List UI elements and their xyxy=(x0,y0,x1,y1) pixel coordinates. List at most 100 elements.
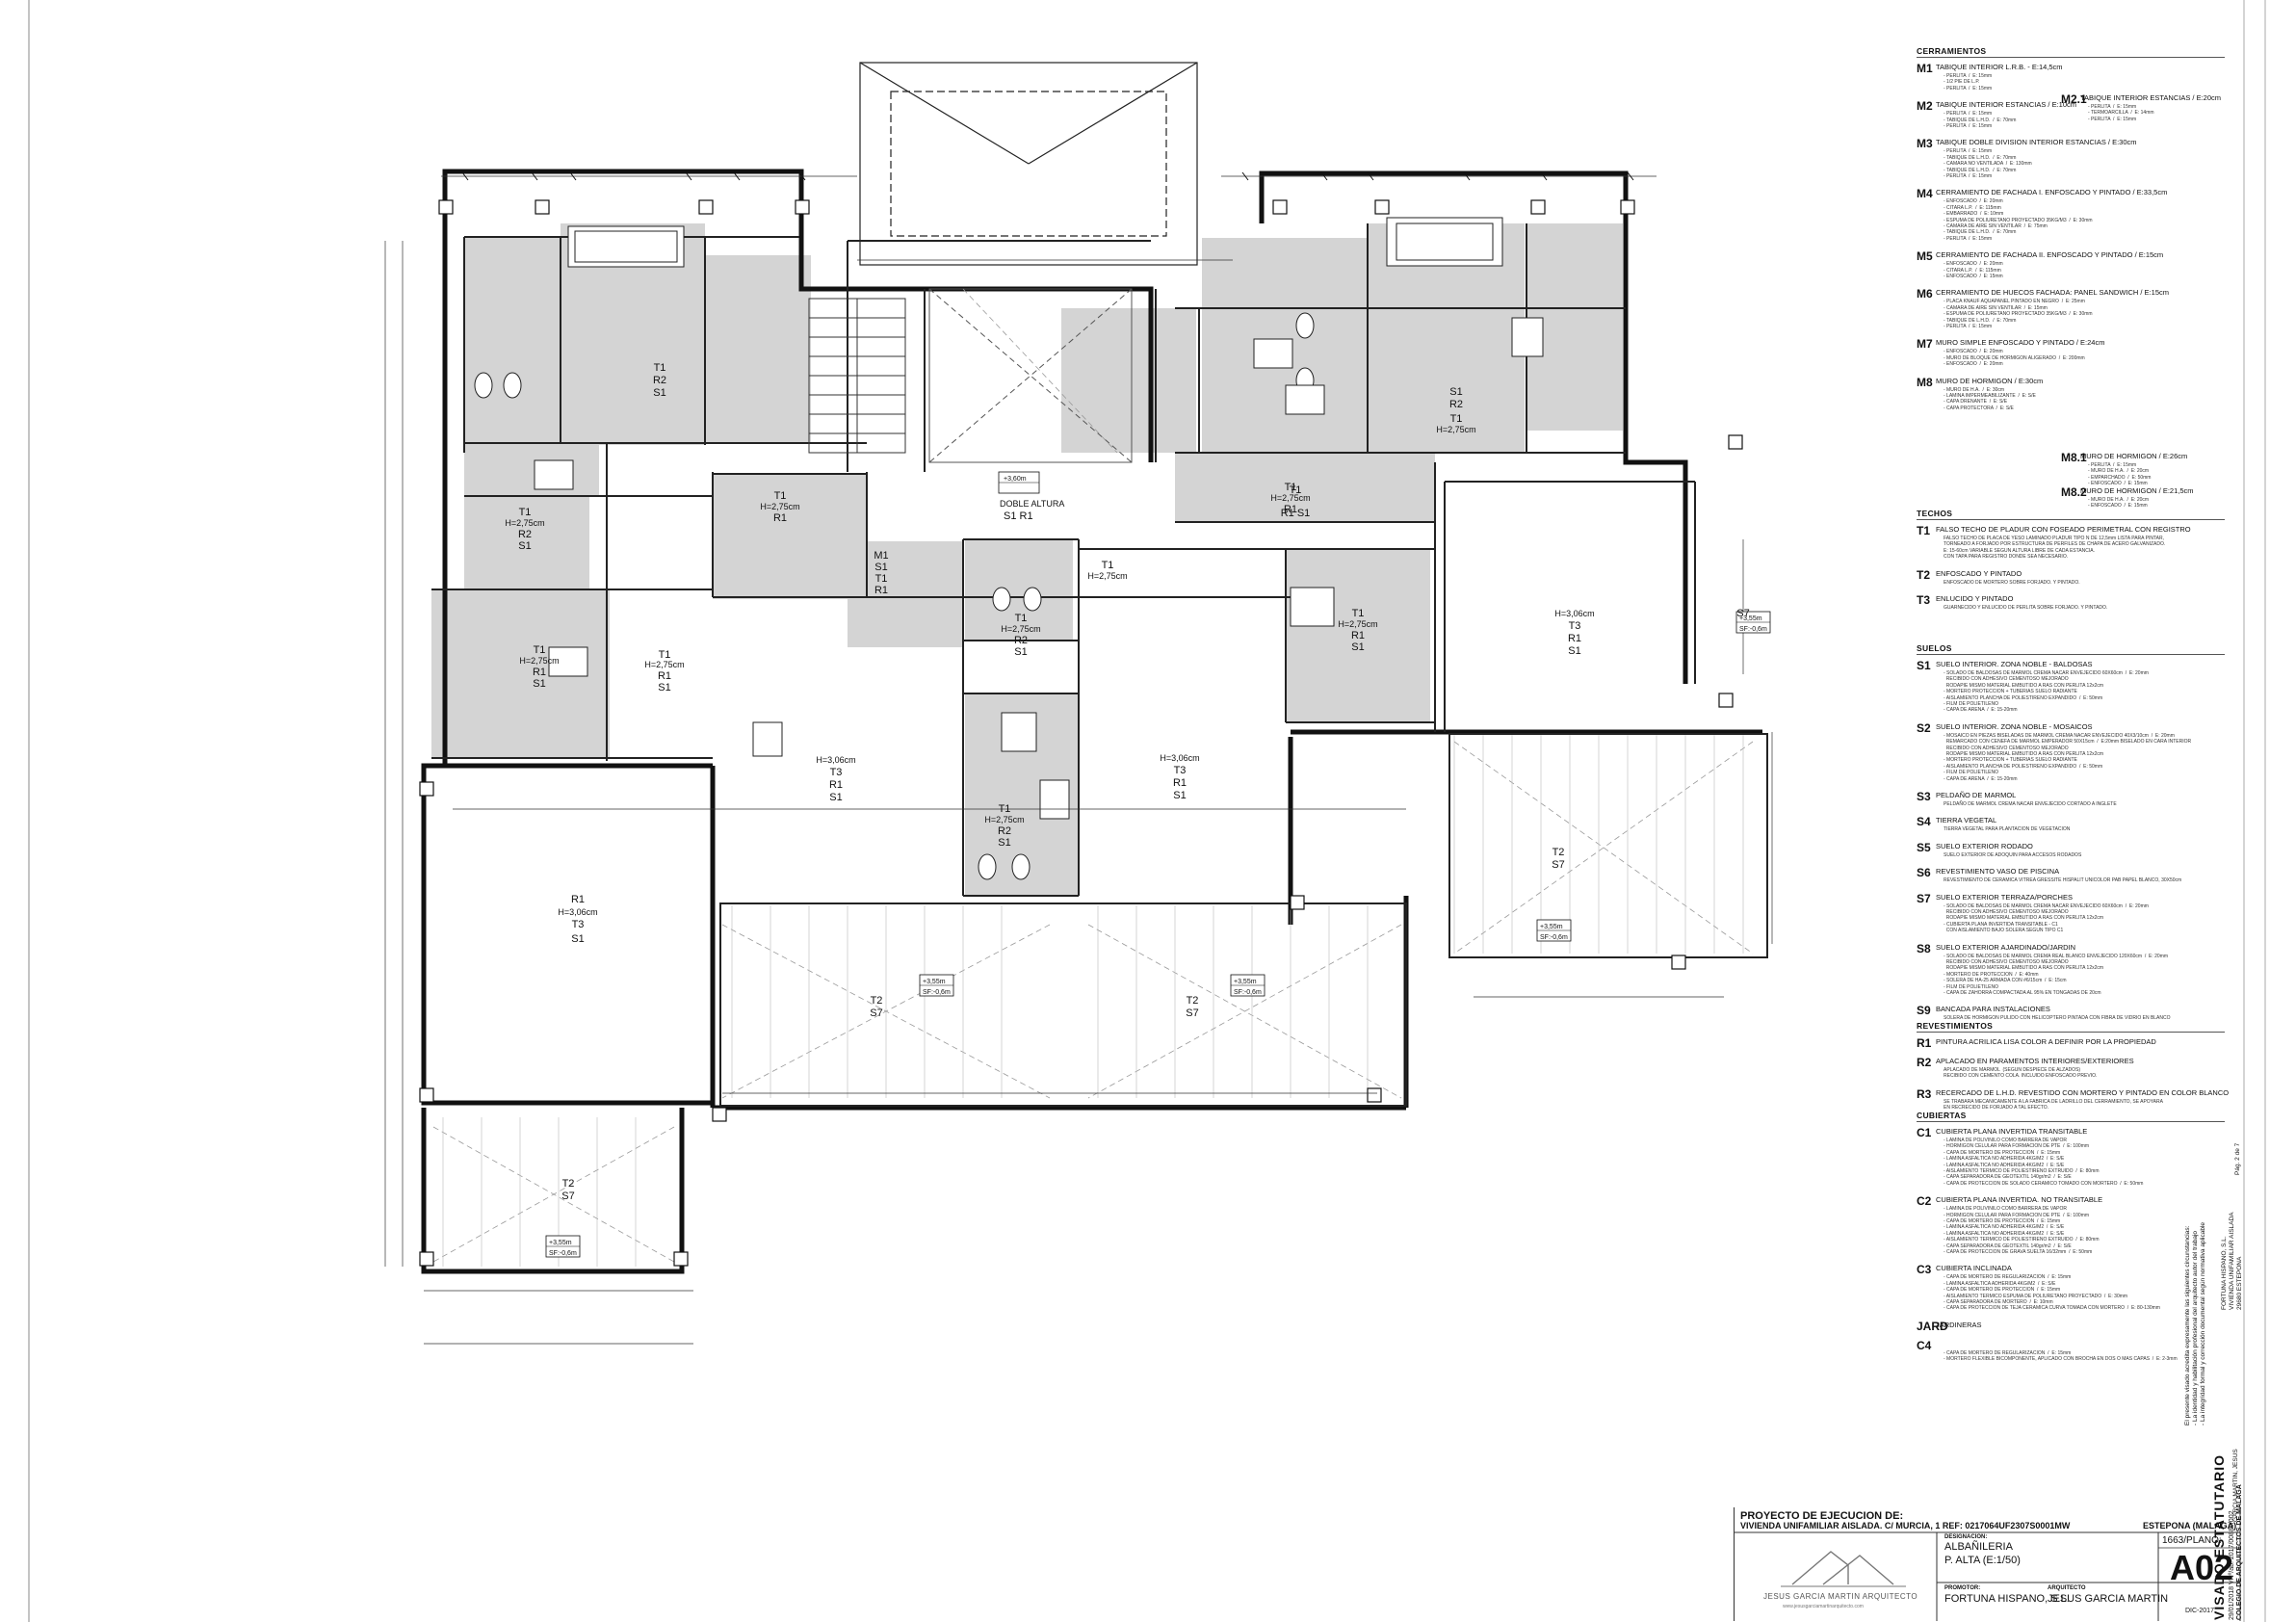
legend-code: T3 xyxy=(1917,593,1931,607)
legend-code: S7 xyxy=(1917,891,1931,905)
room-r22: T1 H=2,75cm xyxy=(1087,560,1127,581)
legend-detail: - ENFOSCADO / E: 20mm - CITARA L.P. / E:… xyxy=(1944,261,2003,279)
legend-detail: - ENFOSCADO / E: 20mm - MURO DE BLOQUE D… xyxy=(1944,349,2085,368)
room-r6: R1 H=3,06cm T3 S1 xyxy=(558,894,597,945)
legend-code: M7 xyxy=(1917,337,1933,352)
svg-text:T3: T3 xyxy=(830,767,843,778)
room-r16: T2 S7 xyxy=(870,995,882,1019)
legend-extra-lines: - PERLITA / E: 15mm - TERMOARCILLA / E: … xyxy=(2088,104,2154,122)
svg-text:T1: T1 xyxy=(659,649,671,661)
designation-line2: P. ALTA (E:1/50) xyxy=(1944,1555,2021,1566)
legend-detail: - ENFOSCADO / E: 20mm - CITARA L.P. / E:… xyxy=(1944,198,2093,242)
promoter-label: PROMOTOR: xyxy=(1944,1585,1981,1591)
legend-detail: - PERLITA / E: 15mm - 1/2 PIE DE L.P. - … xyxy=(1944,73,1993,92)
level-tag-4: +3,55m xyxy=(1234,979,1257,985)
svg-text:S7: S7 xyxy=(870,1007,882,1019)
promoter-name: FORTUNA HISPANO, S.L. xyxy=(1944,1593,2070,1605)
level-tag-2: +3,55m xyxy=(1540,924,1563,930)
owner-line3: 29680 ESTEPONA xyxy=(2236,1256,2243,1310)
legend-heading-revestimientos: REVESTIMIENTOS xyxy=(1917,1021,2225,1033)
level-tag-2-sf: SF:-0,6m xyxy=(1540,934,1568,941)
svg-text:T1: T1 xyxy=(875,573,888,585)
legend-detail: - LAMINA DE POLIVINILO COMO BARRERA DE V… xyxy=(1944,1206,2100,1256)
legend-code: C1 xyxy=(1917,1126,1932,1139)
room-r19: T2 S7 xyxy=(561,1178,574,1202)
svg-text:R1: R1 xyxy=(1284,504,1297,515)
legend-code: S3 xyxy=(1917,790,1931,803)
legend-extra-lines: - MURO DE H.A. / E: 20cm - ENFOSCADO / E… xyxy=(2088,497,2150,510)
svg-text:T1: T1 xyxy=(999,803,1011,815)
stamp-note2: - La identidad y habilitación profesiona… xyxy=(2192,1231,2199,1426)
level-tag-4-sf: SF:-0,6m xyxy=(1234,989,1262,996)
legend-code: R1 xyxy=(1917,1036,1932,1050)
legend-detail: - SOLADO DE BALDOSAS DE MARMOL CREMA REA… xyxy=(1944,953,2169,997)
project-location: ESTEPONA (MALAGA) xyxy=(2143,1521,2237,1530)
terrace-hatch xyxy=(442,734,1744,1267)
legend-detail: - PERLITA / E: 15mm - TABIQUE DE L.H.D. … xyxy=(1944,148,2032,180)
legend-title: MURO DE HORMIGON / E:30cm xyxy=(1936,376,2044,385)
svg-text:T1: T1 xyxy=(1450,413,1463,425)
svg-text:S1: S1 xyxy=(1351,641,1364,653)
legend-code: T1 xyxy=(1917,524,1931,537)
legend-detail: GUARNECIDO Y ENLUCIDO DE PERLITA SOBRE F… xyxy=(1944,605,2108,611)
legend-code: M8 xyxy=(1917,375,1933,389)
legend-title: ENFOSCADO Y PINTADO xyxy=(1936,568,2022,578)
svg-text:S1: S1 xyxy=(998,837,1010,849)
legend-detail: SUELO EXTERIOR DE ADOQUIN PARA ACCESOS R… xyxy=(1944,851,2082,858)
legend-code: C2 xyxy=(1917,1194,1932,1209)
legend-code: C4 xyxy=(1917,1338,1932,1352)
legend-title: PINTURA ACRILICA LISA COLOR A DEFINIR PO… xyxy=(1936,1037,2156,1046)
svg-text:S7: S7 xyxy=(561,1190,574,1202)
svg-text:H=2,75cm: H=2,75cm xyxy=(1001,624,1040,634)
legend-extra-lines: - PERLITA / E: 15mm - MURO DE H.A. / E: … xyxy=(2088,462,2152,487)
terrace-borders xyxy=(719,733,1768,1107)
room-r14: H=3,06cm T3 R1 S1 xyxy=(1554,609,1594,657)
room-r7: H=3,06cm T3 R1 S1 xyxy=(816,755,855,803)
svg-text:T1: T1 xyxy=(519,507,532,518)
legend-title: ENLUCIDO Y PINTADO xyxy=(1936,594,2014,603)
legend-title: CUBIERTA PLANA INVERTIDA. NO TRANSITABLE xyxy=(1936,1195,2103,1205)
project-name: VIVIENDA UNIFAMILIAR AISLADA. C/ MURCIA,… xyxy=(1740,1521,2071,1530)
svg-text:S1: S1 xyxy=(1568,645,1580,657)
level-tag-1: +3,55m xyxy=(1739,615,1762,622)
svg-text:R1: R1 xyxy=(533,667,546,678)
page-number: Pág. 2 de 7 xyxy=(2234,1142,2241,1175)
legend-extra-code: M2.1 xyxy=(2061,92,2087,106)
owner-line1: FORTUNA HISPANO, S.L. xyxy=(2221,1236,2228,1310)
legend-detail: SOLERA DE HORMIGON PULIDO CON HELICOPTER… xyxy=(1944,1015,2171,1022)
legend-title: REVESTIMIENTO VASO DE PISCINA xyxy=(1936,867,2060,876)
legend-code: R3 xyxy=(1917,1086,1932,1101)
legend-detail: APLACADO DE MARMOL (SEGUN DESPIECE DE AL… xyxy=(1944,1067,2098,1080)
legend-detail: - MOSAICO EN PIEZAS BISELADAS DE MARMOL … xyxy=(1944,732,2192,782)
room-r18: T2 S7 xyxy=(1552,847,1564,871)
legend-code: C3 xyxy=(1917,1263,1932,1277)
room-r9: T1 H=2,75cm R2 S1 xyxy=(1001,613,1040,658)
legend-detail: ENFOSCADO DE MORTERO SOBRE FORJADO. Y PI… xyxy=(1944,579,2080,586)
legend-detail: - LAMINA DE POLIVINILO COMO BARRERA DE V… xyxy=(1944,1138,2144,1187)
roof-hip xyxy=(859,62,1198,266)
legend-title: CERRAMIENTO DE HUECOS FACHADA: PANEL SAN… xyxy=(1936,288,2169,298)
logo-url: www.jesusgarciamartinarquitecto.com xyxy=(1783,1604,1864,1609)
logo-text: JESUS GARCIA MARTIN ARQUITECTO xyxy=(1763,1592,1918,1601)
svg-text:T2: T2 xyxy=(1187,995,1199,1007)
legend-extra-title: TABIQUE INTERIOR ESTANCIAS / E:20cm xyxy=(2080,93,2221,102)
legend-detail: - SOLADO DE BALDOSAS DE MARMOL CREMA NAC… xyxy=(1944,670,2149,714)
legend-title: JARDINERAS xyxy=(1936,1320,1982,1329)
svg-text:T2: T2 xyxy=(1552,847,1565,858)
svg-text:T1: T1 xyxy=(1285,482,1297,493)
svg-text:H=2,75cm: H=2,75cm xyxy=(1270,493,1310,503)
svg-text:R1 S1: R1 S1 xyxy=(1281,508,1311,519)
legend-title: TIERRA VEGETAL xyxy=(1936,816,1997,825)
room-r10: T1 H=2,75cm R2 S1 xyxy=(984,803,1024,849)
legend-detail: REVESTIMIENTO DE CERAMICA VITREA GRESSIT… xyxy=(1944,877,2182,884)
room-r12: T1 H=2,75cm R1 xyxy=(1270,482,1310,515)
svg-text:H=2,75cm: H=2,75cm xyxy=(1436,425,1475,434)
svg-text:H=3,06cm: H=3,06cm xyxy=(558,907,597,917)
svg-text:S1: S1 xyxy=(533,678,545,690)
level-tag-1-sf: SF:-0,6m xyxy=(1739,626,1767,633)
legend-detail: FALSO TECHO DE PLACA DE YESO LAMINADO PL… xyxy=(1944,536,2166,561)
architect-label: ARQUITECTO xyxy=(2048,1585,2086,1591)
designation-label: DESIGNACION: xyxy=(1944,1534,1988,1540)
legend-title: SUELO EXTERIOR AJARDINADO/JARDIN xyxy=(1936,942,2076,952)
